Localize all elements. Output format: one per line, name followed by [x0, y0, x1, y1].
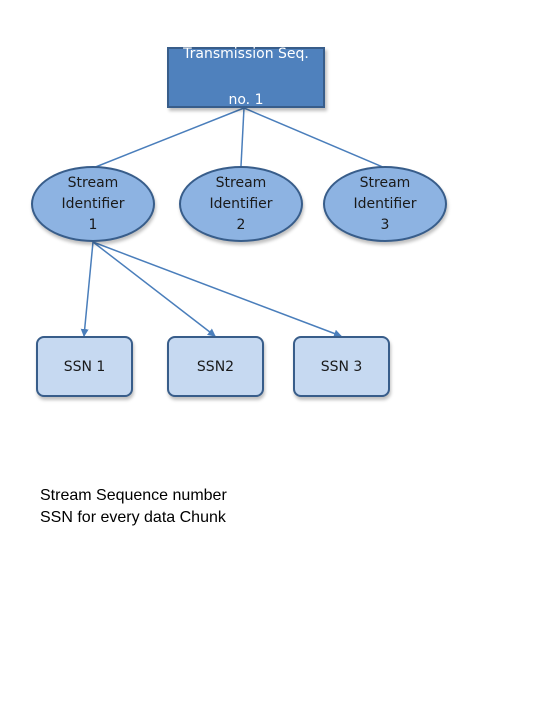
stream-identifier-2-node: Stream Identifier 2	[179, 166, 303, 242]
arrow-stream-1-to-ssn-3	[92, 241, 342, 338]
connector-root-to-stream-2	[240, 107, 245, 167]
stream-identifier-2-label: Stream Identifier 2	[209, 174, 273, 233]
transmission-seq-node: Transmission Seq. no. 1	[167, 46, 325, 108]
transmission-seq-label-line-1: Transmission Seq.	[183, 46, 309, 62]
arrow-stream-1-to-ssn-1	[80, 241, 94, 337]
ssn-3-label: SSN 3	[320, 358, 363, 375]
stream-identifier-3-node: Stream Identifier 3	[323, 166, 447, 242]
stream-identifier-1-label: Stream Identifier 1	[61, 174, 125, 233]
connector-root-to-stream-1	[92, 107, 245, 169]
ssn-2-label: SSN2	[196, 358, 235, 375]
caption-line-1: Stream Sequence number	[40, 487, 227, 504]
stream-identifier-1-node: Stream Identifier 1	[31, 166, 155, 242]
transmission-seq-label-line-2: no. 1	[228, 92, 264, 108]
arrow-stream-1-to-ssn-2	[92, 241, 216, 337]
ssn-2-node: SSN2	[167, 336, 264, 397]
caption-line-2: SSN for every data Chunk	[40, 509, 226, 526]
ssn-1-label: SSN 1	[63, 358, 106, 375]
connector-root-to-stream-3	[243, 107, 386, 169]
stream-identifier-3-label: Stream Identifier 3	[353, 174, 417, 233]
ssn-3-node: SSN 3	[293, 336, 390, 397]
ssn-1-node: SSN 1	[36, 336, 133, 397]
caption-text: Stream Sequence number SSN for every dat…	[40, 485, 340, 529]
